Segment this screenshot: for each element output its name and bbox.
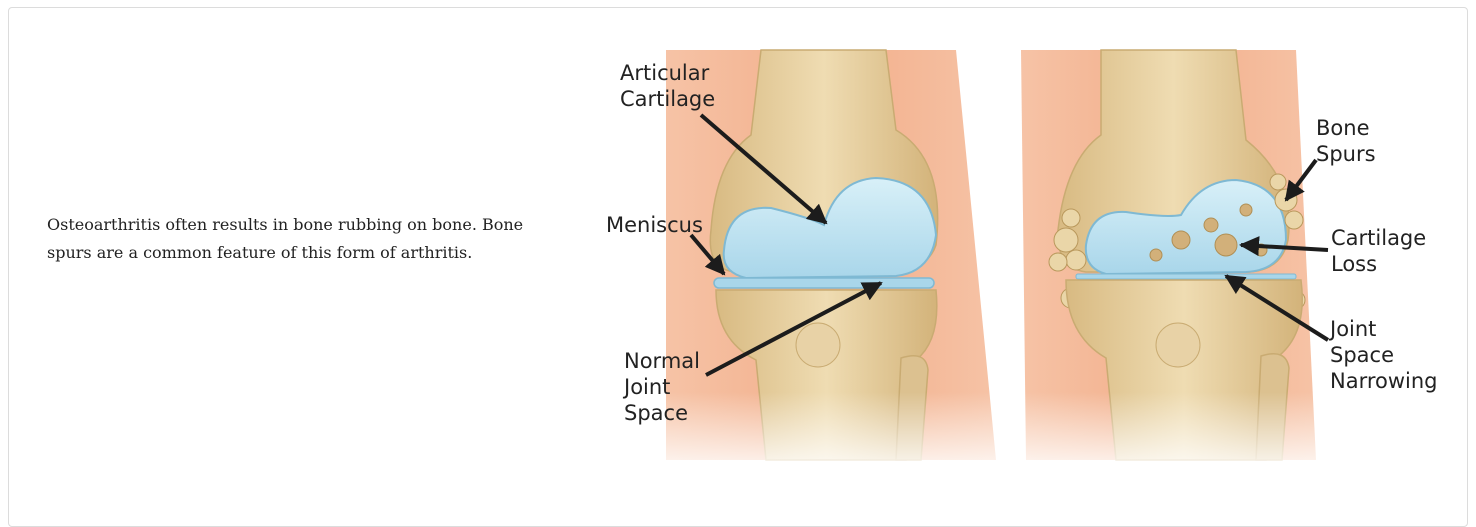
caption-text: Osteoarthritis often results in bone rub… — [47, 211, 567, 267]
knee-osteoarthritis-illustration: Articular Cartilage Meniscus Normal Join… — [596, 40, 1466, 480]
label-meniscus: Meniscus — [606, 213, 703, 237]
